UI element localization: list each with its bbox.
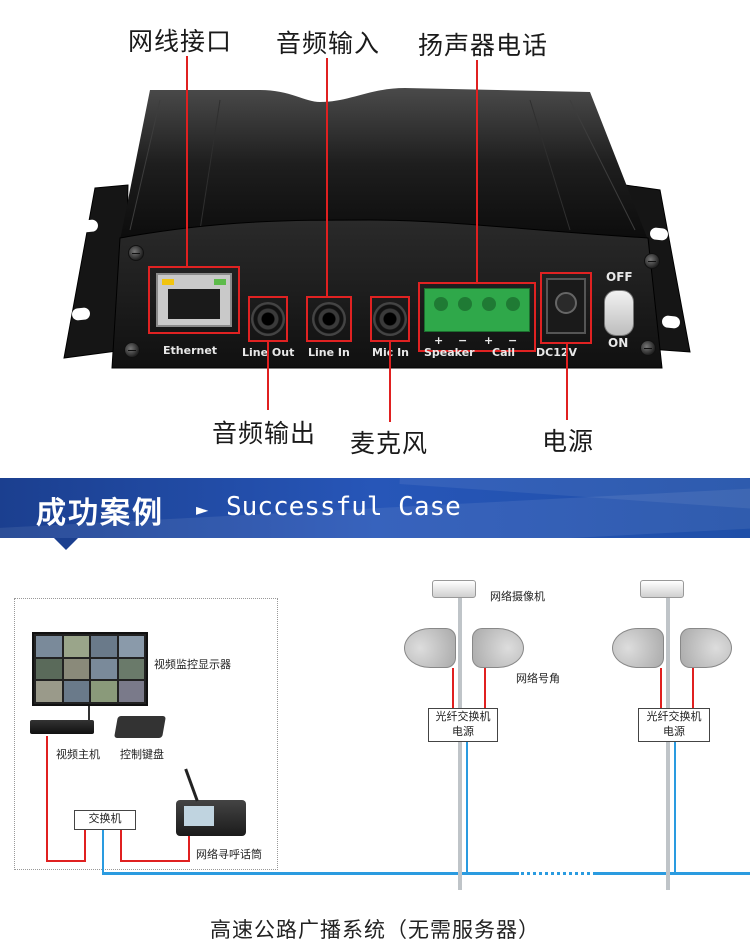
- switch-box: 交换机: [74, 810, 136, 830]
- label-monitor: 视频监控显示器: [154, 658, 231, 671]
- terminal-sign: −: [458, 334, 468, 347]
- label-paging-mic: 网络寻呼话筒: [196, 848, 262, 861]
- label-speaker: Speaker: [424, 346, 475, 359]
- terminal-sign: +: [484, 334, 494, 347]
- callout-audio-input: 音频输入: [276, 29, 381, 58]
- label-call: Call: [492, 346, 516, 359]
- fiber-cable: [102, 830, 104, 874]
- leader-ethernet: [186, 56, 188, 268]
- monitor-wall: [32, 632, 148, 706]
- line-in-highlight: [306, 296, 352, 342]
- leader-mic: [389, 342, 391, 422]
- successful-case-banner: 成功案例 ► Successful Case: [0, 478, 750, 538]
- leader-audio-output: [267, 342, 269, 410]
- ethernet-highlight: [148, 266, 240, 334]
- fiber-cable: [596, 872, 750, 875]
- dc-highlight: [540, 272, 592, 344]
- callout-ethernet-port: 网线接口: [128, 27, 233, 56]
- fiber-cable-dotted: [516, 872, 596, 875]
- callout-power: 电源: [542, 427, 595, 456]
- power-switch: [604, 290, 634, 336]
- label-line-in: Line In: [308, 346, 350, 359]
- control-keyboard: [114, 716, 166, 738]
- fiber-cable: [102, 872, 516, 875]
- screw: [640, 340, 656, 356]
- screw: [124, 342, 140, 358]
- network-diagram: 视频监控显示器 视频主机 控制键盘 交换机 网络寻呼话筒 网络摄像机 网络号角 …: [0, 560, 750, 948]
- horn-icon: [404, 628, 456, 668]
- video-host: [30, 720, 94, 734]
- callout-audio-output: 音频输出: [212, 419, 317, 448]
- banner-arrow-icon: ►: [196, 500, 209, 519]
- fiber-switch-box: 光纤交换机 电源: [638, 708, 710, 742]
- leader-power: [566, 344, 568, 420]
- screw: [644, 253, 660, 269]
- leader-speaker: [476, 60, 478, 284]
- dc-jack: [546, 278, 586, 334]
- banner-title-cn: 成功案例: [36, 496, 164, 531]
- banner-tab: [54, 538, 78, 550]
- callout-speaker-phone: 扬声器电话: [418, 31, 549, 60]
- paging-mic: [176, 800, 246, 836]
- terminal-sign: +: [434, 334, 444, 347]
- label-on: ON: [608, 336, 629, 350]
- label-dc: DC12V: [536, 346, 578, 359]
- screw: [128, 245, 144, 261]
- fiber-switch-box: 光纤交换机 电源: [428, 708, 498, 742]
- terminal-sign: −: [508, 334, 518, 347]
- line-out-jack: [251, 302, 285, 336]
- product-section: 网线接口 音频输入 扬声器电话: [0, 0, 750, 470]
- horn-icon: [472, 628, 524, 668]
- control-room-frame: [14, 598, 278, 870]
- label-keyboard: 控制键盘: [120, 748, 164, 761]
- label-off: OFF: [606, 270, 633, 284]
- camera-icon: [432, 580, 476, 598]
- ethernet-port: [156, 273, 232, 327]
- diagram-caption: 高速公路广播系统（无需服务器）: [210, 918, 540, 942]
- mic-in-highlight: [370, 296, 410, 342]
- camera-icon: [640, 580, 684, 598]
- mic-in-jack: [373, 302, 407, 336]
- horn-icon: [680, 628, 732, 668]
- terminal-block: [424, 288, 530, 332]
- label-video-host: 视频主机: [56, 748, 100, 761]
- label-camera: 网络摄像机: [490, 590, 545, 603]
- label-horn: 网络号角: [516, 672, 560, 685]
- callout-microphone: 麦克风: [350, 429, 429, 458]
- horn-icon: [612, 628, 664, 668]
- label-ethernet: Ethernet: [163, 344, 218, 357]
- banner-title-en: Successful Case: [226, 492, 461, 522]
- line-out-highlight: [248, 296, 288, 342]
- leader-audio-input: [326, 58, 328, 298]
- line-in-jack: [312, 302, 346, 336]
